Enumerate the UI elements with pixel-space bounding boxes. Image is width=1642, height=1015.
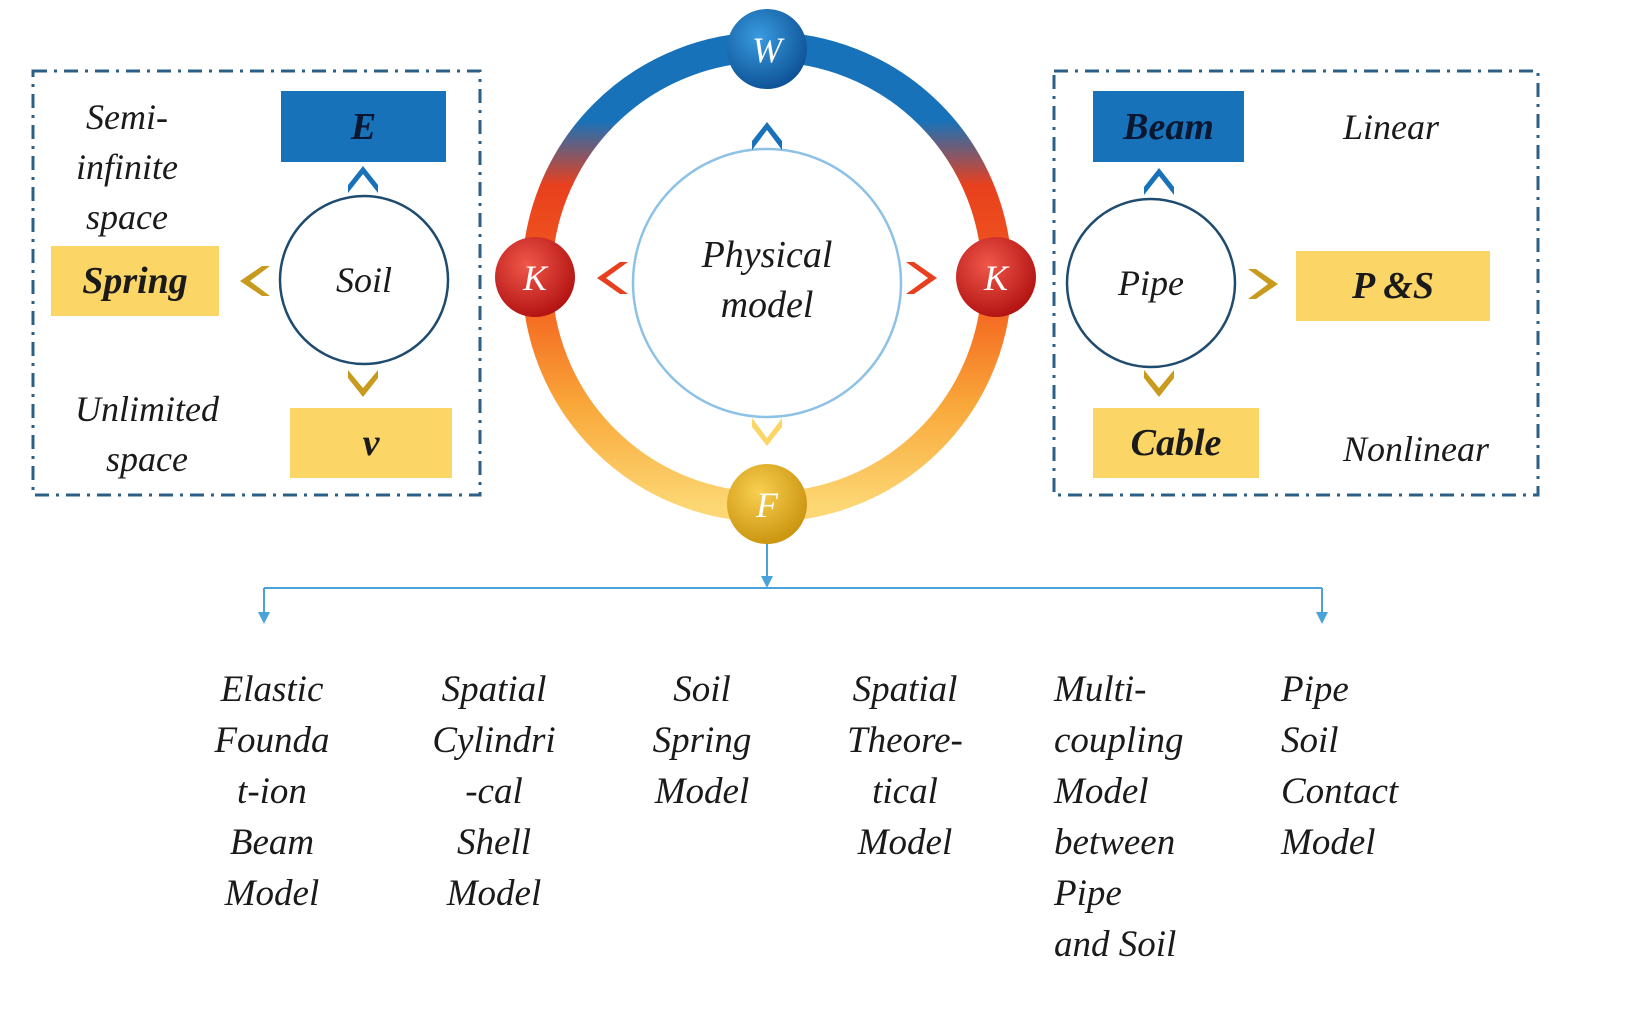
chevron-down-icon: [348, 370, 378, 397]
pipe-bottom-text: Nonlinear: [1343, 429, 1490, 469]
model-label: Elastic Founda t-ion Beam Model: [214, 669, 330, 914]
center-circle: [631, 147, 903, 419]
pipe-panel-border: [1052, 69, 1540, 497]
chevron-up-icon: [348, 166, 378, 193]
node-k-left: [495, 237, 575, 317]
model-label: Soil Spring Model: [652, 669, 752, 812]
soil-panel-border: [31, 69, 482, 497]
pipe-circle: [1065, 197, 1237, 369]
chevron-right-icon: [906, 262, 937, 294]
chevron-left-icon: [240, 266, 270, 296]
arrow-head: [258, 612, 270, 624]
center-label: Physical model: [701, 234, 833, 326]
chevron-left-icon: [597, 262, 628, 294]
chevron-up-icon: [1144, 168, 1174, 195]
pipe-bottom-box: Cable: [1093, 408, 1259, 478]
arrow-head: [1316, 612, 1328, 624]
chevron-down-icon: [752, 418, 782, 446]
node-f-label: F: [755, 485, 779, 525]
soil-bottom-text: Unlimited space: [75, 389, 219, 479]
pipe-circle-label: Pipe: [1118, 263, 1184, 303]
node-f: [727, 464, 807, 544]
pipe-top-text: Linear: [1343, 107, 1440, 147]
soil-circle-label: Soil: [335, 260, 392, 300]
chevron-down-icon: [1144, 370, 1174, 397]
node-k-right: [956, 237, 1036, 317]
model-label: Pipe Soil Contact Model: [1281, 669, 1399, 863]
node-w-label: W: [752, 30, 785, 70]
chevron-up-icon: [752, 122, 782, 150]
model-label: Spatial Theore- tical Model: [847, 669, 963, 863]
soil-bottom-box: v: [290, 408, 452, 478]
node-k-left-label: K: [522, 258, 549, 298]
model-label: Spatial Cylindri -cal Shell Model: [432, 669, 556, 914]
node-w: [727, 9, 807, 89]
pipe-right-box: P &S: [1296, 251, 1490, 321]
soil-circle: [278, 194, 450, 366]
soil-left-box: Spring: [51, 246, 219, 316]
node-k-right-label: K: [983, 258, 1010, 298]
chevron-right-icon: [1248, 269, 1278, 299]
model-label: Multi- coupling Model between Pipe and S…: [1054, 669, 1184, 965]
arrow-head: [761, 576, 773, 588]
pipe-top-box: Beam: [1093, 91, 1244, 162]
soil-top-text: Semi- infinite space: [76, 97, 178, 237]
soil-top-box: E: [281, 91, 446, 162]
